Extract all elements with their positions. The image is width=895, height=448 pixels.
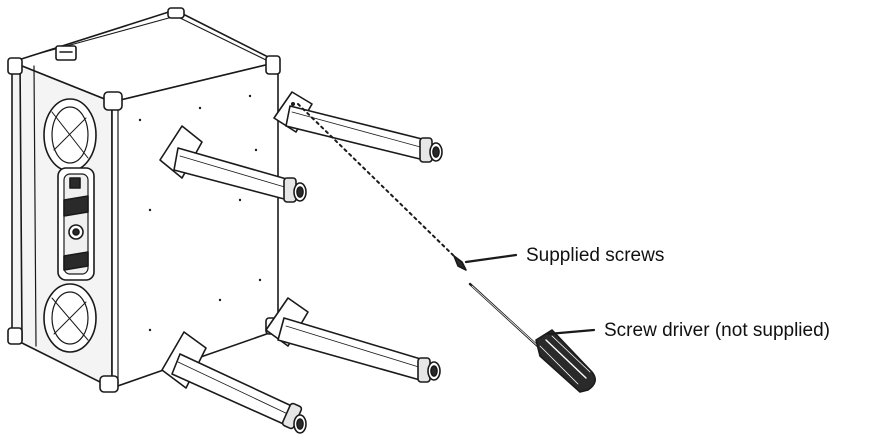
leg-top-right — [273, 91, 443, 163]
leader-screws — [464, 253, 518, 264]
screwdriver — [468, 282, 596, 393]
leg-top-middle — [159, 125, 307, 203]
callout-screwdriver: Screw driver (not supplied) — [604, 320, 830, 341]
callout-supplied-screws: Supplied screws — [526, 245, 665, 266]
speaker-cabinet — [7, 7, 281, 393]
leg-bottom-right — [265, 297, 441, 383]
leader-screwdriver — [546, 328, 596, 336]
supplied-screw — [453, 255, 467, 271]
leg-bottom-front — [161, 331, 307, 434]
screw-path — [297, 103, 457, 259]
